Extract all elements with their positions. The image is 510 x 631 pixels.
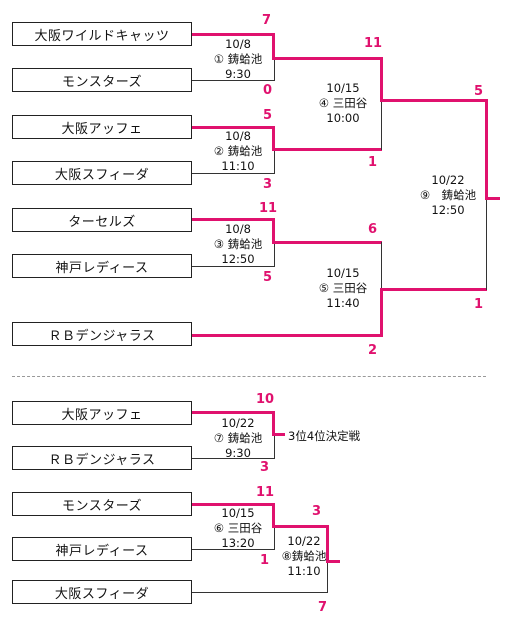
score: 1 [260,553,270,568]
winner-line [272,411,275,435]
team-box: ターセルズ [12,208,192,232]
team-box: 神戸レディース [12,537,192,561]
winner-line [192,334,382,337]
team-box: 神戸レディース [12,254,192,278]
winner-line [272,218,275,243]
team-box: 大阪ワイルドキャッツ [12,22,192,46]
team-box: ＲＢデンジャラス [12,322,192,346]
match-info: 10/8 ① 鋳蛤池 9:30 [213,37,263,81]
score: 5 [263,270,273,285]
winner-line [272,57,382,60]
score: 11 [364,36,383,51]
bracket-line [192,173,274,174]
bracket-line [327,561,328,593]
bracket-line [274,58,275,81]
winner-line [192,33,274,36]
winner-line [380,288,383,337]
winner-line [272,33,275,58]
match-info: 10/15 ⑥ 三田谷 13:20 [213,506,263,550]
score: 5 [474,84,484,99]
score: 6 [368,222,378,237]
score: 3 [260,460,270,475]
score: 7 [318,600,328,615]
bracket-line [192,592,328,593]
score: 1 [368,155,378,170]
bracket-line [192,80,274,81]
team-box: モンスターズ [12,492,192,516]
bracket-line [274,242,275,267]
bracket-line [192,458,274,459]
score: 10 [256,392,275,407]
bracket-line [381,242,382,290]
team-box: 大阪スフィーダ [12,161,192,185]
winner-line [192,218,274,221]
bracket-line [192,549,274,550]
third-place-label: 3位4位決定戦 [288,429,361,443]
team-box: モンスターズ [12,68,192,92]
winner-line [272,433,285,436]
match-info: 10/22 ⑨ 鋳蛤池 12:50 [419,173,477,217]
match-info: 10/22 ⑦ 鋳蛤池 9:30 [213,416,263,460]
score: 1 [474,297,484,312]
section-divider [12,376,486,377]
score: 2 [368,343,378,358]
winner-line [272,241,382,244]
bracket-line [192,266,274,267]
team-box: 大阪スフィーダ [12,580,192,604]
winner-line [380,99,487,102]
match-info: 10/22 ⑧鋳蛤池 11:10 [281,534,327,578]
bracket-line [381,100,382,150]
score: 7 [262,13,272,28]
winner-line [272,126,275,151]
winner-line [326,560,340,563]
winner-line [192,503,274,506]
winner-line [192,126,274,129]
winner-line [272,525,328,528]
match-info: 10/15 ④ 三田谷 10:00 [318,81,368,125]
winner-line [485,197,500,200]
winner-line [380,57,383,102]
winner-line [272,148,382,151]
winner-line [192,411,274,414]
winner-line [485,99,488,199]
bracket-line [274,150,275,174]
match-info: 10/15 ⑤ 三田谷 11:40 [318,266,368,310]
match-info: 10/8 ③ 鋳蛤池 12:50 [213,222,263,266]
score: 0 [263,83,273,98]
match-info: 10/8 ② 鋳蛤池 11:10 [213,129,263,173]
winner-line [380,288,487,291]
score: 3 [263,177,273,192]
winner-line [326,525,329,562]
score: 11 [259,201,278,216]
bracket-line [486,198,487,290]
score: 11 [256,485,275,500]
score: 3 [312,504,322,519]
team-box: 大阪アッフェ [12,115,192,139]
team-box: 大阪アッフェ [12,401,192,425]
winner-line [272,503,275,527]
bracket-line [274,434,275,459]
bracket-line [274,527,275,550]
score: 5 [263,108,273,123]
team-box: ＲＢデンジャラス [12,446,192,470]
